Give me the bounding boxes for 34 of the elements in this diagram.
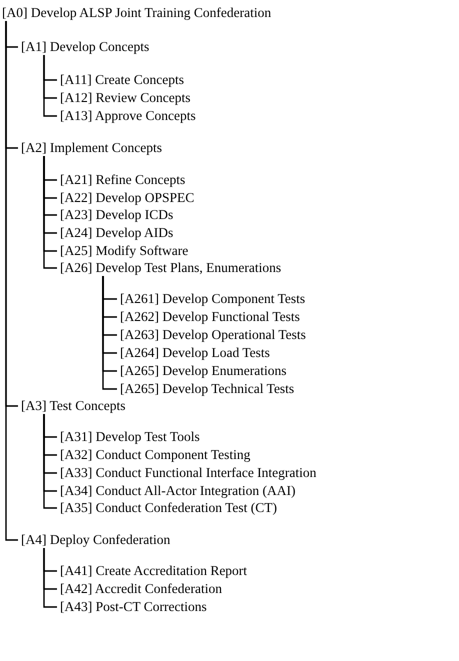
tree-connector	[43, 55, 57, 117]
outline-item: [A21] Refine Concepts	[60, 172, 186, 188]
outline-item: [A26] Develop Test Plans, Enumerations	[60, 260, 282, 276]
tree-connector	[43, 414, 57, 509]
tree-connector	[5, 21, 18, 541]
outline-item: [A42] Accredit Confederation	[60, 581, 222, 597]
outline-item: [A11] Create Concepts	[60, 72, 184, 88]
outline-item: [A41] Create Accreditation Report	[60, 563, 248, 579]
outline-item: [A0] Develop ALSP Joint Training Confederation	[2, 5, 272, 21]
outline-item: [A264] Develop Load Tests	[120, 345, 270, 361]
outline-item: [A261] Develop Component Tests	[120, 291, 306, 307]
outline-item: [A265] Develop Enumerations	[120, 363, 286, 379]
outline-item: [A262] Develop Functional Tests	[120, 309, 300, 325]
outline-item: [A35] Conduct Confederation Test (CT)	[60, 500, 278, 516]
outline-item: [A1] Develop Concepts	[21, 39, 150, 55]
tree-connector	[102, 276, 117, 390]
outline-item: [A3] Test Concepts	[21, 398, 126, 414]
outline-item: [A32] Conduct Component Testing	[60, 447, 250, 463]
outline-item: [A265] Develop Technical Tests	[120, 381, 294, 397]
outline-item: [A34] Conduct All-Actor Integration (AAI)	[60, 483, 296, 499]
outline-item: [A31] Develop Test Tools	[60, 429, 200, 445]
outline-item: [A22] Develop OPSPEC	[60, 190, 194, 206]
outline-item: [A263] Develop Operational Tests	[120, 327, 306, 343]
outline-item: [A33] Conduct Functional Interface Integration	[60, 465, 316, 481]
outline-item: [A4] Deploy Confederation	[21, 532, 170, 548]
tree-connector	[43, 156, 57, 269]
outline-item: [A43] Post-CT Corrections	[60, 599, 207, 615]
outline-item: [A23] Develop ICDs	[60, 207, 174, 223]
outline-item: [A24] Develop AIDs	[60, 225, 174, 241]
outline-item: [A12] Review Concepts	[60, 90, 190, 106]
outline-item: [A13] Approve Concepts	[60, 108, 196, 124]
outline-item: [A25] Modify Software	[60, 243, 188, 259]
outline-item: [A2] Implement Concepts	[21, 140, 162, 156]
tree-connector	[43, 548, 57, 608]
